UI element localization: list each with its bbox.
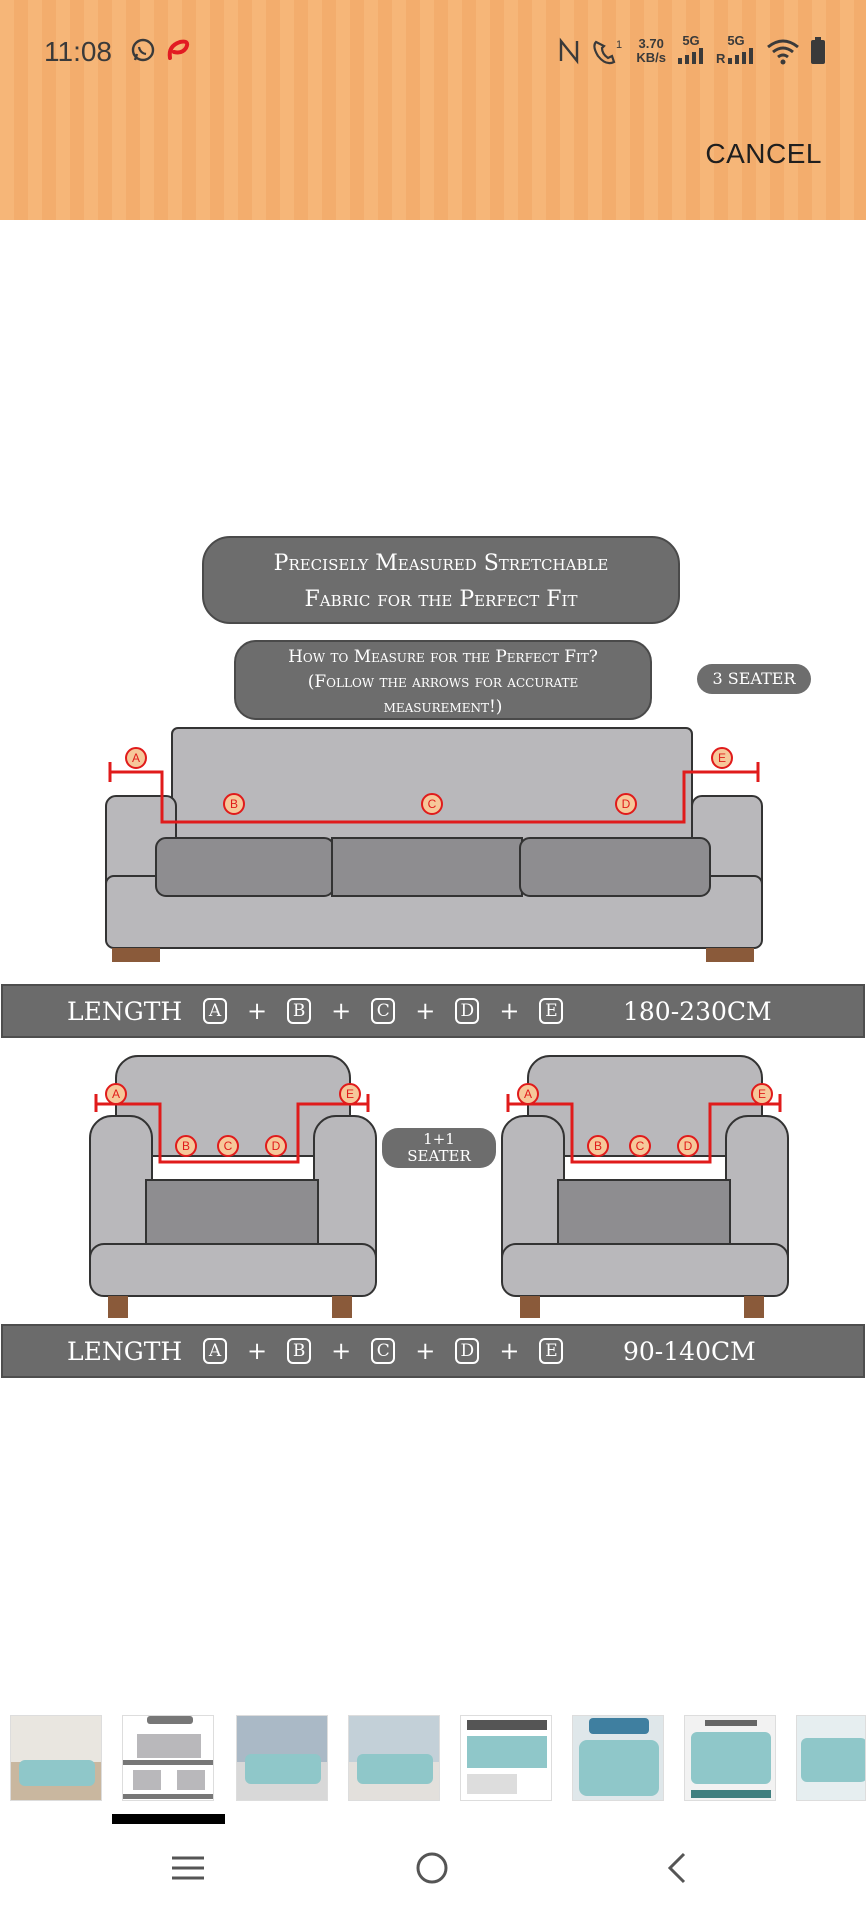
thumbnail-8[interactable] <box>796 1715 866 1801</box>
svg-text:E: E <box>718 751 726 765</box>
svg-text:R: R <box>716 51 726 64</box>
sim2-signal: 5G R <box>716 34 756 67</box>
thumbnail-3[interactable] <box>236 1715 328 1801</box>
product-image[interactable]: Precisely Measured Stretchable Fabric fo… <box>0 530 866 1390</box>
svg-text:A: A <box>524 1087 532 1101</box>
app-header: 11:08 1 3.70 KB/s 5G <box>0 0 866 220</box>
thumbnail-1[interactable] <box>10 1715 102 1801</box>
svg-text:C: C <box>636 1139 645 1153</box>
selected-thumbnail-indicator <box>112 1814 225 1824</box>
svg-text:1: 1 <box>616 39 622 51</box>
home-icon[interactable] <box>414 1850 450 1886</box>
wifi-call-icon: 1 <box>593 39 623 64</box>
thumbnail-7[interactable] <box>684 1715 776 1801</box>
svg-text:E: E <box>346 1087 354 1101</box>
svg-text:C: C <box>224 1139 233 1153</box>
battery-icon <box>811 36 825 64</box>
whatsapp-icon <box>131 38 155 62</box>
menu-icon[interactable] <box>170 1850 206 1886</box>
network-speed: 3.70 KB/s <box>636 35 666 65</box>
thumbnail-2[interactable] <box>122 1715 214 1801</box>
single-seater-illustration-right: A B C D E <box>501 1055 789 1318</box>
svg-text:D: D <box>622 797 631 811</box>
thumbnail-5[interactable] <box>460 1715 552 1801</box>
svg-text:E: E <box>758 1087 766 1101</box>
airtel-icon <box>167 39 190 60</box>
status-bar: 11:08 1 3.70 KB/s 5G <box>0 30 866 74</box>
cancel-button[interactable]: CANCEL <box>705 138 822 169</box>
system-nav-bar <box>0 1842 866 1914</box>
svg-text:B: B <box>230 797 238 811</box>
length-bar-one-plus-one: LENGTH A+ B+ C+ D+ E 90-140CM <box>1 1324 865 1378</box>
svg-text:D: D <box>272 1139 281 1153</box>
wifi-icon <box>767 39 799 64</box>
svg-text:C: C <box>428 797 437 811</box>
svg-text:D: D <box>684 1139 693 1153</box>
thumbnail-strip[interactable] <box>0 1712 866 1824</box>
nfc-icon <box>560 37 579 64</box>
length-bar-three-seater: LENGTH A+ B+ C+ D+ E 180-230CM <box>1 984 865 1038</box>
svg-text:A: A <box>112 1087 120 1101</box>
signal-bars-icon: R <box>716 48 753 66</box>
back-icon[interactable] <box>660 1850 696 1886</box>
three-seater-badge: 3 SEATER <box>697 664 811 694</box>
three-seater-sofa-illustration: A B C D E <box>105 727 763 962</box>
svg-text:A: A <box>132 751 140 765</box>
svg-text:B: B <box>182 1139 190 1153</box>
single-seater-illustration-left: A B C D E <box>89 1055 377 1318</box>
svg-text:B: B <box>594 1139 602 1153</box>
image-subtitle: How to Measure for the Perfect Fit? (Fol… <box>234 640 652 720</box>
thumbnail-4[interactable] <box>348 1715 440 1801</box>
sim1-signal: 5G <box>676 34 706 67</box>
thumbnail-6[interactable] <box>572 1715 664 1801</box>
image-title: Precisely Measured Stretchable Fabric fo… <box>202 536 680 624</box>
one-plus-one-seater-badge: 1+1 SEATER <box>382 1128 496 1168</box>
signal-bars-icon <box>678 48 703 64</box>
status-time: 11:08 <box>44 36 112 67</box>
